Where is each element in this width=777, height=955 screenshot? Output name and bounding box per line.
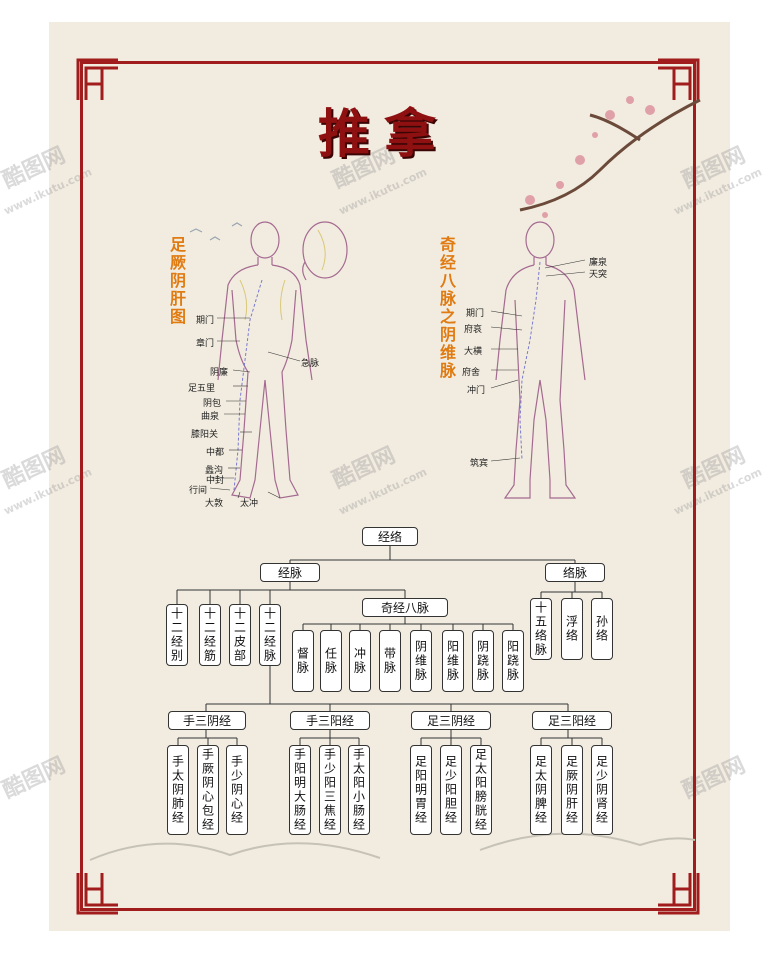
tree-node-qijing: 奇经八脉 — [362, 598, 448, 617]
acupoint-label: 阴包 — [203, 399, 222, 409]
acupoint-label: 大横 — [464, 347, 483, 357]
meridian-node: 足太阴脾经 — [530, 745, 552, 835]
meridian-node: 足少阴肾经 — [591, 745, 613, 835]
acupoint-label: 行间 — [189, 486, 208, 496]
acupoint-label: 大敦 — [205, 499, 224, 509]
acupoint-label: 中封 — [206, 476, 225, 486]
acupoint-label: 急脉 — [301, 359, 320, 369]
tree-node-luomai: 络脉 — [545, 563, 605, 582]
left-figure-title: 足厥阴肝图 — [167, 236, 186, 326]
tree-group: 足三阴经 — [411, 711, 491, 730]
tree-node: 十二经脉 — [259, 604, 281, 666]
tree-node: 督脉 — [292, 630, 314, 692]
meridian-node: 足阳明胃经 — [410, 745, 432, 835]
acupoint-label: 期门 — [466, 309, 485, 319]
acupoint-label: 廉泉 — [589, 258, 608, 268]
acupoint-label: 筑宾 — [470, 459, 489, 469]
tree-node: 阴维脉 — [410, 630, 432, 692]
acupoint-label: 冲门 — [467, 386, 486, 396]
tree-root: 经络 — [362, 527, 418, 546]
tree-node: 十二经别 — [166, 604, 188, 666]
acupoint-label: 足五里 — [188, 384, 216, 394]
acupoint-label: 阴廉 — [210, 368, 229, 378]
tree-node: 阳维脉 — [442, 630, 464, 692]
tree-group: 手三阳经 — [290, 711, 370, 730]
tree-node: 十二经筋 — [199, 604, 221, 666]
meridian-node: 手太阳小肠经 — [348, 745, 370, 835]
tree-node-jingmai: 经脉 — [260, 563, 320, 582]
meridian-node: 足太阳膀胱经 — [470, 745, 492, 835]
meridian-node: 足少阳胆经 — [440, 745, 462, 835]
acupoint-label: 曲泉 — [201, 412, 220, 422]
tree-node: 冲脉 — [349, 630, 371, 692]
acupoint-label: 膝阳关 — [191, 430, 219, 440]
tree-node: 十五络脉 — [530, 598, 552, 660]
acupoint-label: 太冲 — [240, 499, 259, 509]
meridian-node: 手少阳三焦经 — [319, 745, 341, 835]
meridian-node: 手少阴心经 — [226, 745, 248, 835]
meridian-node: 手太阴肺经 — [167, 745, 189, 835]
tree-node: 孙络 — [591, 598, 613, 660]
meridian-node: 足厥阴肝经 — [561, 745, 583, 835]
poster-title: 推拿 — [318, 104, 451, 165]
acupoint-label: 期门 — [196, 316, 215, 326]
tree-node: 阳跷脉 — [502, 630, 524, 692]
decorative-frame — [80, 61, 696, 911]
tree-node: 阴跷脉 — [472, 630, 494, 692]
acupoint-label: 章门 — [196, 339, 215, 349]
acupoint-label: 府哀 — [464, 325, 483, 335]
acupoint-label: 蠡沟 — [205, 466, 224, 476]
right-figure-title: 奇经八脉之阴维脉 — [437, 236, 456, 380]
tree-node: 浮络 — [561, 598, 583, 660]
acupoint-label: 天突 — [589, 270, 608, 280]
tree-group: 手三阴经 — [168, 711, 246, 730]
tree-node: 任脉 — [320, 630, 342, 692]
meridian-node: 手阳明大肠经 — [289, 745, 311, 835]
acupoint-label: 中都 — [206, 448, 225, 458]
poster-background — [49, 22, 730, 931]
acupoint-label: 府舍 — [462, 368, 481, 378]
tree-node: 十二皮部 — [229, 604, 251, 666]
tree-group: 足三阳经 — [532, 711, 612, 730]
meridian-node: 手厥阴心包经 — [197, 745, 219, 835]
tree-node: 带脉 — [379, 630, 401, 692]
